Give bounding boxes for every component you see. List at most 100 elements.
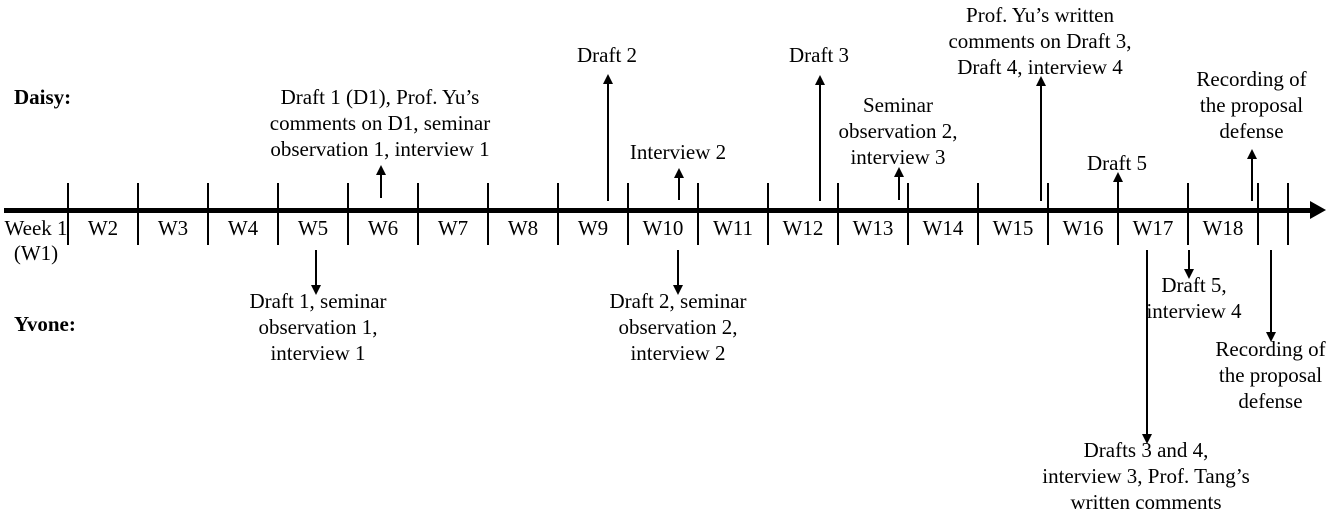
axis-week-label-text: W8 — [507, 216, 539, 240]
annotation-daisy-w9: Draft 2 — [522, 42, 692, 68]
annotation-line: defense — [1238, 389, 1303, 413]
annotation-line: Recording of — [1196, 67, 1307, 91]
axis-tick — [207, 183, 209, 245]
connector-arrow-daisy-w18 — [1247, 149, 1257, 201]
axis-tick — [1187, 183, 1189, 245]
axis-week-label-w5: W5 — [278, 216, 348, 241]
axis-week-label-text: W4 — [227, 216, 259, 240]
axis-tick — [1257, 183, 1259, 245]
annotation-line: observation 2, — [618, 315, 738, 339]
annotation-daisy-w10: Interview 2 — [578, 139, 778, 165]
axis-tick — [487, 183, 489, 245]
axis-week-label-text: W17 — [1132, 216, 1174, 240]
annotation-daisy-w13: Seminar observation 2, interview 3 — [808, 92, 988, 170]
timeline-axis-arrowhead — [1310, 201, 1326, 219]
annotation-line: interview 3, Prof. Tang’s — [1042, 464, 1250, 488]
annotation-line: Drafts 3 and 4, — [1083, 438, 1209, 462]
axis-week-label-text: W6 — [367, 216, 399, 240]
axis-week-label-w17: W17 — [1118, 216, 1188, 241]
annotation-yvone-w16: Drafts 3 and 4, interview 3, Prof. Tang’… — [990, 437, 1302, 515]
axis-week-label-w7: W7 — [418, 216, 488, 241]
annotation-daisy-w16: Draft 5 — [1047, 150, 1187, 176]
axis-week-label-w12: W12 — [768, 216, 838, 241]
axis-week-label-w1: Week 1(W1) — [4, 216, 68, 266]
annotation-line: Draft 2, seminar — [609, 289, 747, 313]
annotation-yvone-w18: Recording of the proposal defense — [1184, 336, 1328, 414]
axis-week-label-text: W12 — [782, 216, 824, 240]
axis-week-label-text: W14 — [922, 216, 964, 240]
annotation-line: observation 2, — [838, 119, 958, 143]
row-label-yvone: Yvone: — [14, 312, 76, 336]
axis-week-label-w15: W15 — [978, 216, 1048, 241]
annotation-line: Seminar — [863, 93, 933, 117]
axis-tick — [1287, 183, 1289, 245]
axis-week-label-text: W5 — [297, 216, 329, 240]
axis-week-label-text: W16 — [1062, 216, 1104, 240]
annotation-line: the proposal — [1218, 363, 1323, 387]
arrowhead-up-icon — [674, 168, 684, 178]
connector-arrow-daisy-w13 — [894, 167, 904, 200]
annotation-line: interview 4 — [1146, 299, 1242, 323]
arrowhead-down-icon — [1184, 269, 1194, 279]
connector-arrow-yvone-w10 — [673, 250, 683, 295]
axis-week-label-text: W3 — [157, 216, 189, 240]
annotation-line: comments on D1, seminar — [269, 111, 491, 135]
annotation-line: Draft 1 (D1), Prof. Yu’s — [280, 85, 480, 109]
axis-tick — [907, 183, 909, 245]
axis-week-label-w10: W10 — [628, 216, 698, 241]
axis-week-label-w3: W3 — [138, 216, 208, 241]
annotation-line: Draft 5 — [1086, 151, 1148, 175]
timeline-axis-line — [4, 208, 1316, 213]
connector-arrow-yvone-w17 — [1184, 250, 1194, 279]
annotation-yvone-w10: Draft 2, seminar observation 2, intervie… — [578, 288, 778, 366]
axis-week-label-text: W13 — [852, 216, 894, 240]
annotation-daisy-w6: Draft 1 (D1), Prof. Yu’s comments on D1,… — [230, 84, 530, 162]
arrowhead-down-icon — [311, 285, 321, 295]
axis-week-label-w6: W6 — [348, 216, 418, 241]
annotation-line: written comments — [1070, 490, 1222, 514]
annotation-line: Draft 5, — [1161, 273, 1227, 297]
axis-week-label-w14: W14 — [908, 216, 978, 241]
annotation-line: defense — [1219, 119, 1284, 143]
axis-week-label-text: Week 1 — [4, 216, 68, 240]
annotation-line: interview 1 — [270, 341, 366, 365]
axis-tick — [627, 183, 629, 245]
arrowhead-up-icon — [815, 75, 825, 85]
annotation-line: comments on Draft 3, — [948, 29, 1132, 53]
annotation-line: the proposal — [1199, 93, 1304, 117]
axis-week-label-text: W18 — [1202, 216, 1244, 240]
connector-arrow-daisy-w9 — [603, 74, 613, 201]
connector-arrow-daisy-w15 — [1036, 76, 1046, 201]
annotation-line: Draft 1, seminar — [249, 289, 387, 313]
connector-arrow-yvone-w18 — [1266, 250, 1276, 342]
axis-tick — [277, 183, 279, 245]
axis-week-label-text: W11 — [712, 216, 754, 240]
axis-tick — [837, 183, 839, 245]
arrowhead-up-icon — [1113, 172, 1123, 182]
axis-tick — [767, 183, 769, 245]
arrowhead-up-icon — [603, 74, 613, 84]
connector-arrow-daisy-w6 — [376, 165, 386, 198]
axis-week-label-w2: W2 — [68, 216, 138, 241]
row-label-daisy: Daisy: — [14, 85, 72, 109]
axis-tick — [697, 183, 699, 245]
annotation-line: Draft 3 — [788, 43, 850, 67]
connector-arrow-yvone-w16 — [1142, 250, 1152, 444]
arrowhead-down-icon — [673, 285, 683, 295]
annotation-line: Draft 2 — [576, 43, 638, 67]
axis-week-label-text: W9 — [577, 216, 609, 240]
connector-arrow-daisy-w12 — [815, 75, 825, 201]
axis-tick — [1117, 183, 1119, 245]
annotation-line: Draft 4, interview 4 — [957, 55, 1123, 79]
axis-week-label-w18: W18 — [1188, 216, 1258, 241]
arrowhead-up-icon — [376, 165, 386, 175]
axis-week-label-w8: W8 — [488, 216, 558, 241]
axis-tick — [347, 183, 349, 245]
annotation-daisy-w15: Prof. Yu’s written comments on Draft 3, … — [920, 2, 1160, 80]
annotation-line: observation 1, — [258, 315, 378, 339]
arrowhead-up-icon — [1036, 76, 1046, 86]
axis-week-label-w16: W16 — [1048, 216, 1118, 241]
arrowhead-up-icon — [894, 167, 904, 177]
axis-week-label-subtext: (W1) — [13, 241, 59, 265]
